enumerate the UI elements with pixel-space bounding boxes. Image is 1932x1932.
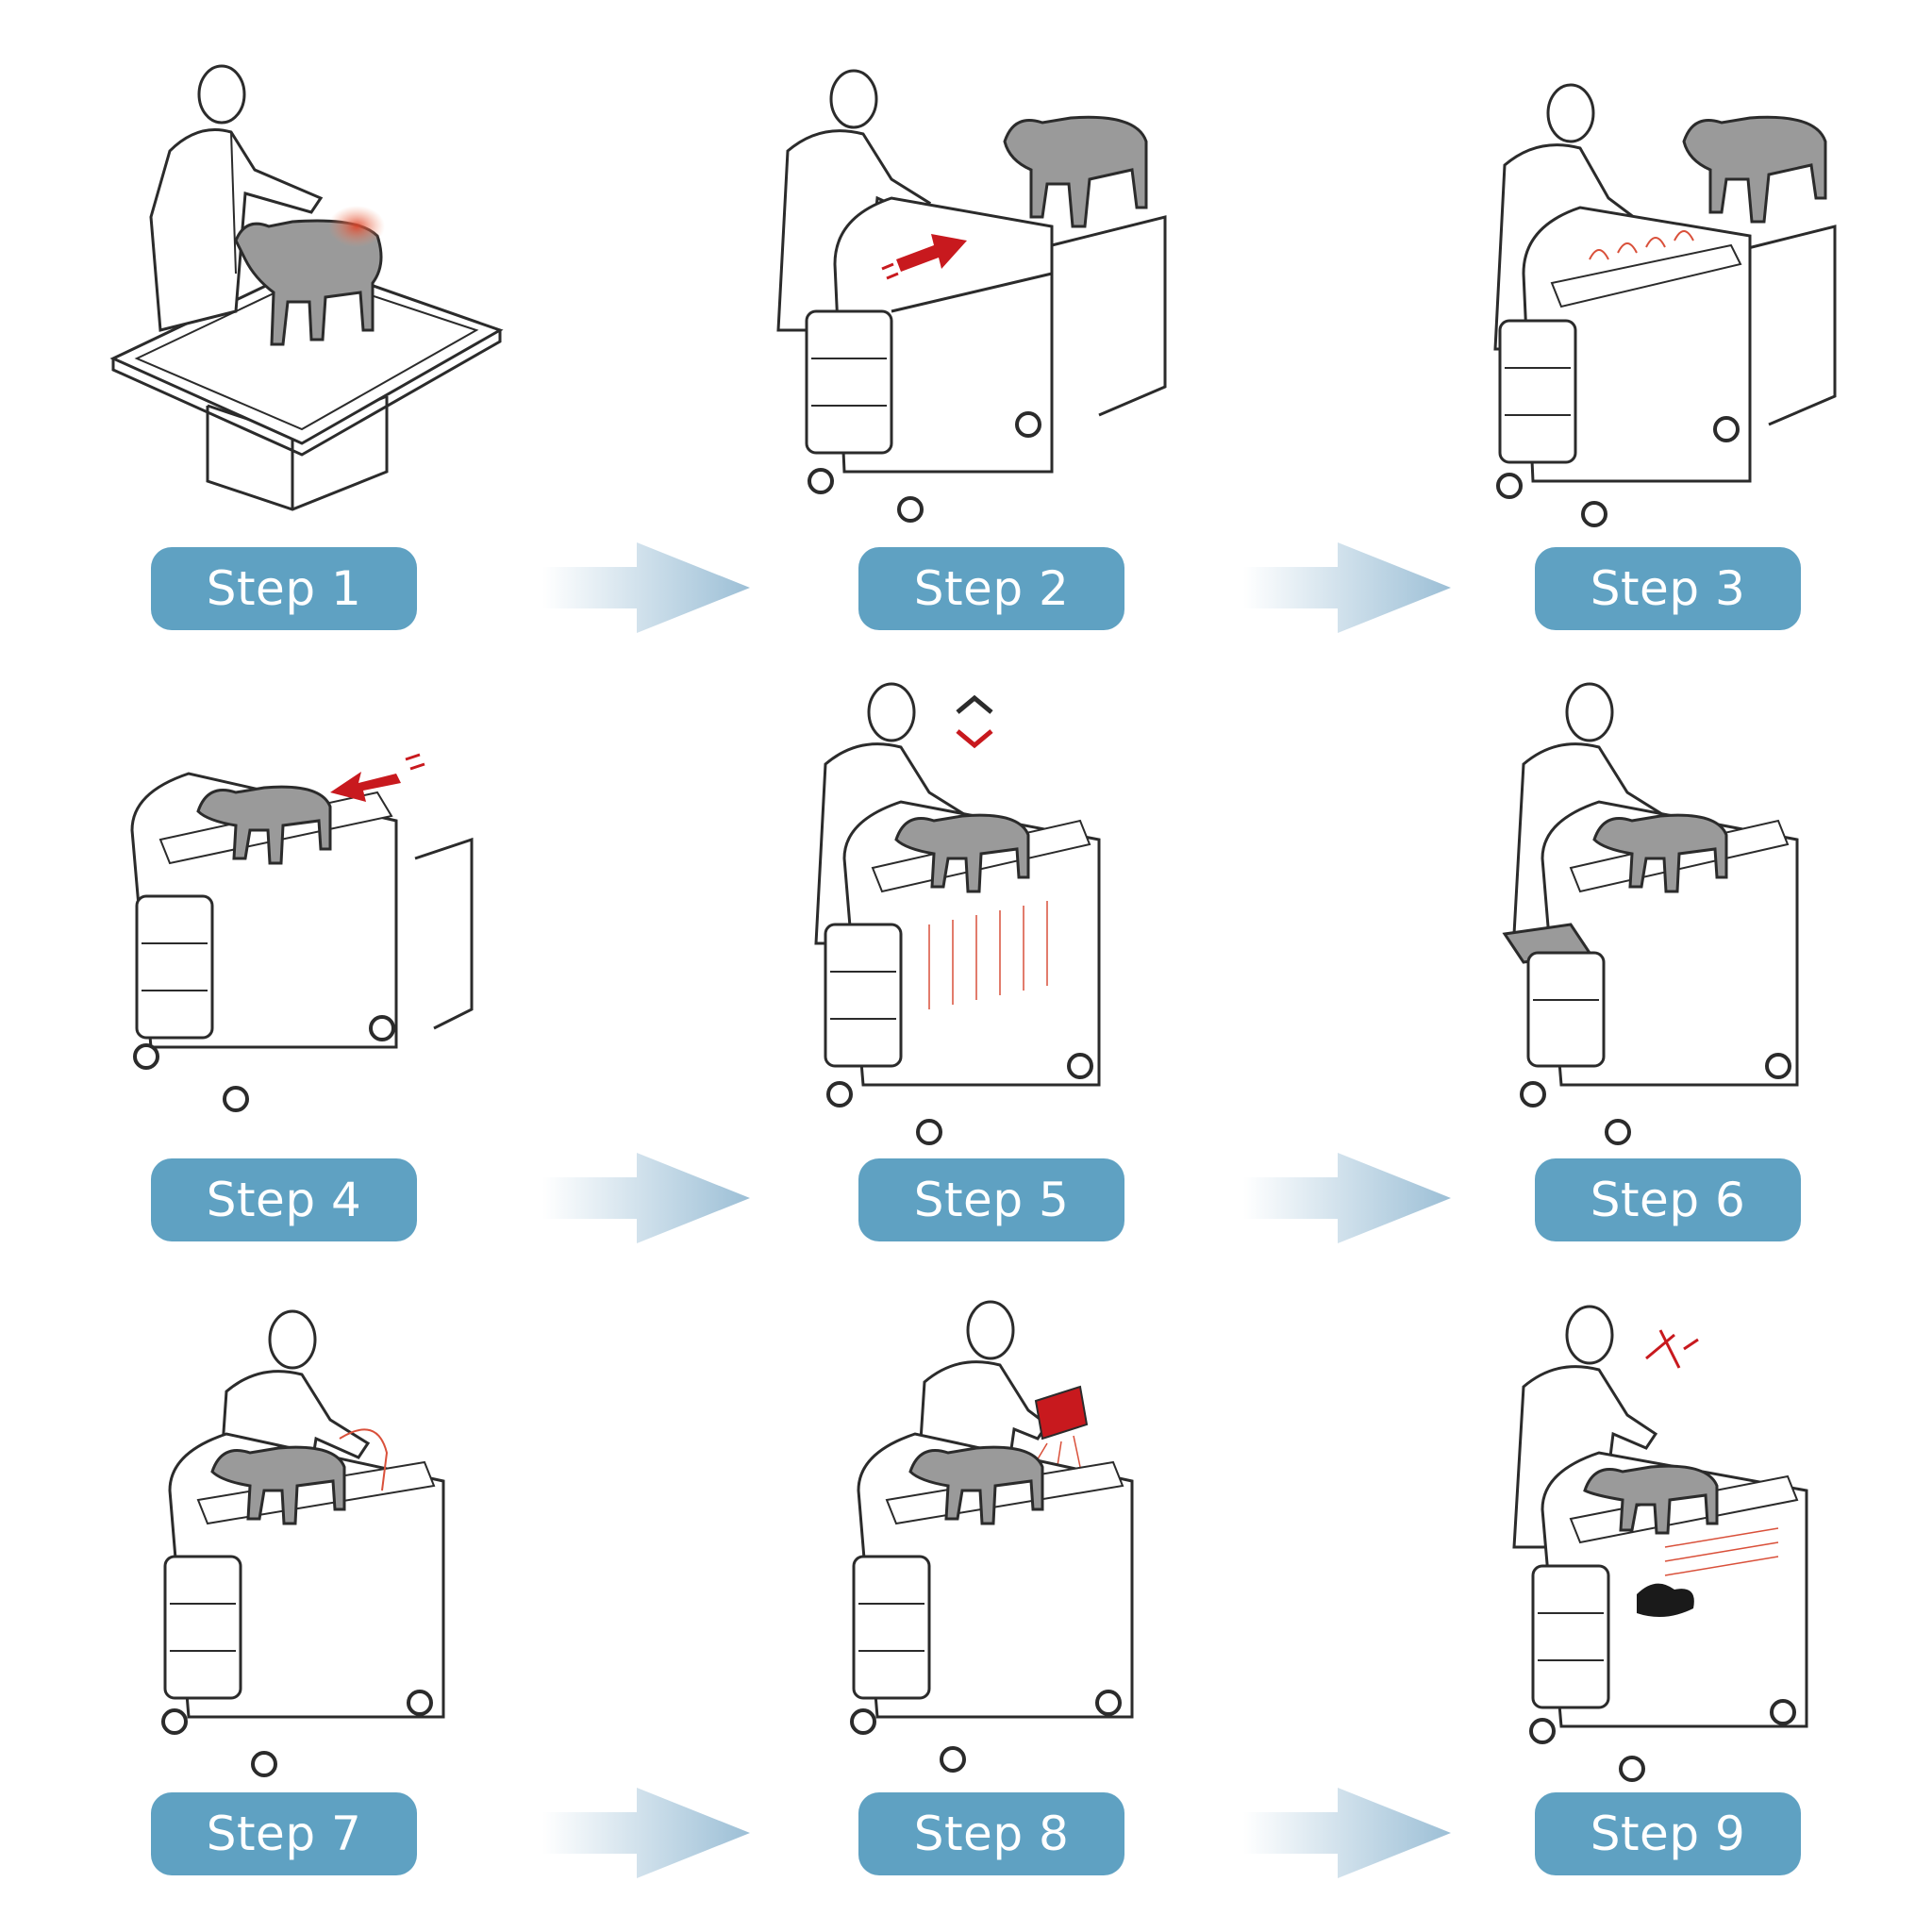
flow-arrow-4: [1243, 1153, 1451, 1243]
step-7-illustration: [142, 1283, 594, 1792]
step-1-badge: Step 1: [151, 547, 417, 630]
step-4-label: Step 4: [206, 1173, 362, 1227]
flow-arrow-6: [1243, 1788, 1451, 1878]
step-5-badge: Step 5: [858, 1158, 1124, 1241]
step-3-badge: Step 3: [1535, 547, 1801, 630]
exam-table-scene-icon: [109, 64, 504, 511]
step-7-badge: Step 7: [151, 1792, 417, 1875]
step-1-illustration: [57, 28, 509, 538]
cart-tablet-scene-icon: [850, 1300, 1134, 1773]
flow-arrow-1: [542, 542, 750, 633]
right-arrow-icon: [1243, 1153, 1451, 1243]
step-6-label: Step 6: [1590, 1173, 1746, 1227]
step-9-illustration: [1495, 1283, 1932, 1792]
step-7-label: Step 7: [206, 1807, 362, 1861]
step-3-illustration: [1448, 38, 1901, 547]
step-8-label: Step 8: [913, 1807, 1070, 1861]
step-6-illustration: [1486, 651, 1932, 1160]
cart-xray-scene-icon: [1512, 1305, 1808, 1782]
cart-height-adjust-scene-icon: [814, 682, 1101, 1145]
flow-arrow-3: [542, 1153, 750, 1243]
step-2-badge: Step 2: [858, 547, 1124, 630]
step-2-label: Step 2: [913, 561, 1070, 616]
step-6-badge: Step 6: [1535, 1158, 1801, 1241]
step-8-illustration: [830, 1274, 1283, 1783]
right-arrow-icon: [542, 542, 750, 633]
cart-stethoscope-scene-icon: [161, 1309, 445, 1777]
step-5-label: Step 5: [913, 1173, 1070, 1227]
right-arrow-icon: [542, 1788, 750, 1878]
step-8-badge: Step 8: [858, 1792, 1124, 1875]
right-arrow-icon: [1243, 1788, 1451, 1878]
step-3-label: Step 3: [1590, 561, 1746, 616]
step-4-badge: Step 4: [151, 1158, 417, 1241]
flow-arrow-5: [542, 1788, 750, 1878]
flow-arrow-2: [1243, 542, 1451, 633]
step-2-illustration: [769, 28, 1222, 538]
right-arrow-icon: [1243, 542, 1451, 633]
step-1-label: Step 1: [206, 561, 362, 616]
step-4-illustration: [94, 651, 547, 1160]
right-arrow-icon: [542, 1153, 750, 1243]
step-5-illustration: [788, 651, 1241, 1160]
cart-transfer-dog-scene-icon: [130, 753, 474, 1112]
step-9-label: Step 9: [1590, 1807, 1746, 1861]
cart-slide-panel-scene-icon: [776, 69, 1167, 523]
step-9-badge: Step 9: [1535, 1792, 1801, 1875]
cart-open-drawer-scene-icon: [1502, 682, 1799, 1145]
cart-heat-tray-scene-icon: [1493, 83, 1837, 527]
